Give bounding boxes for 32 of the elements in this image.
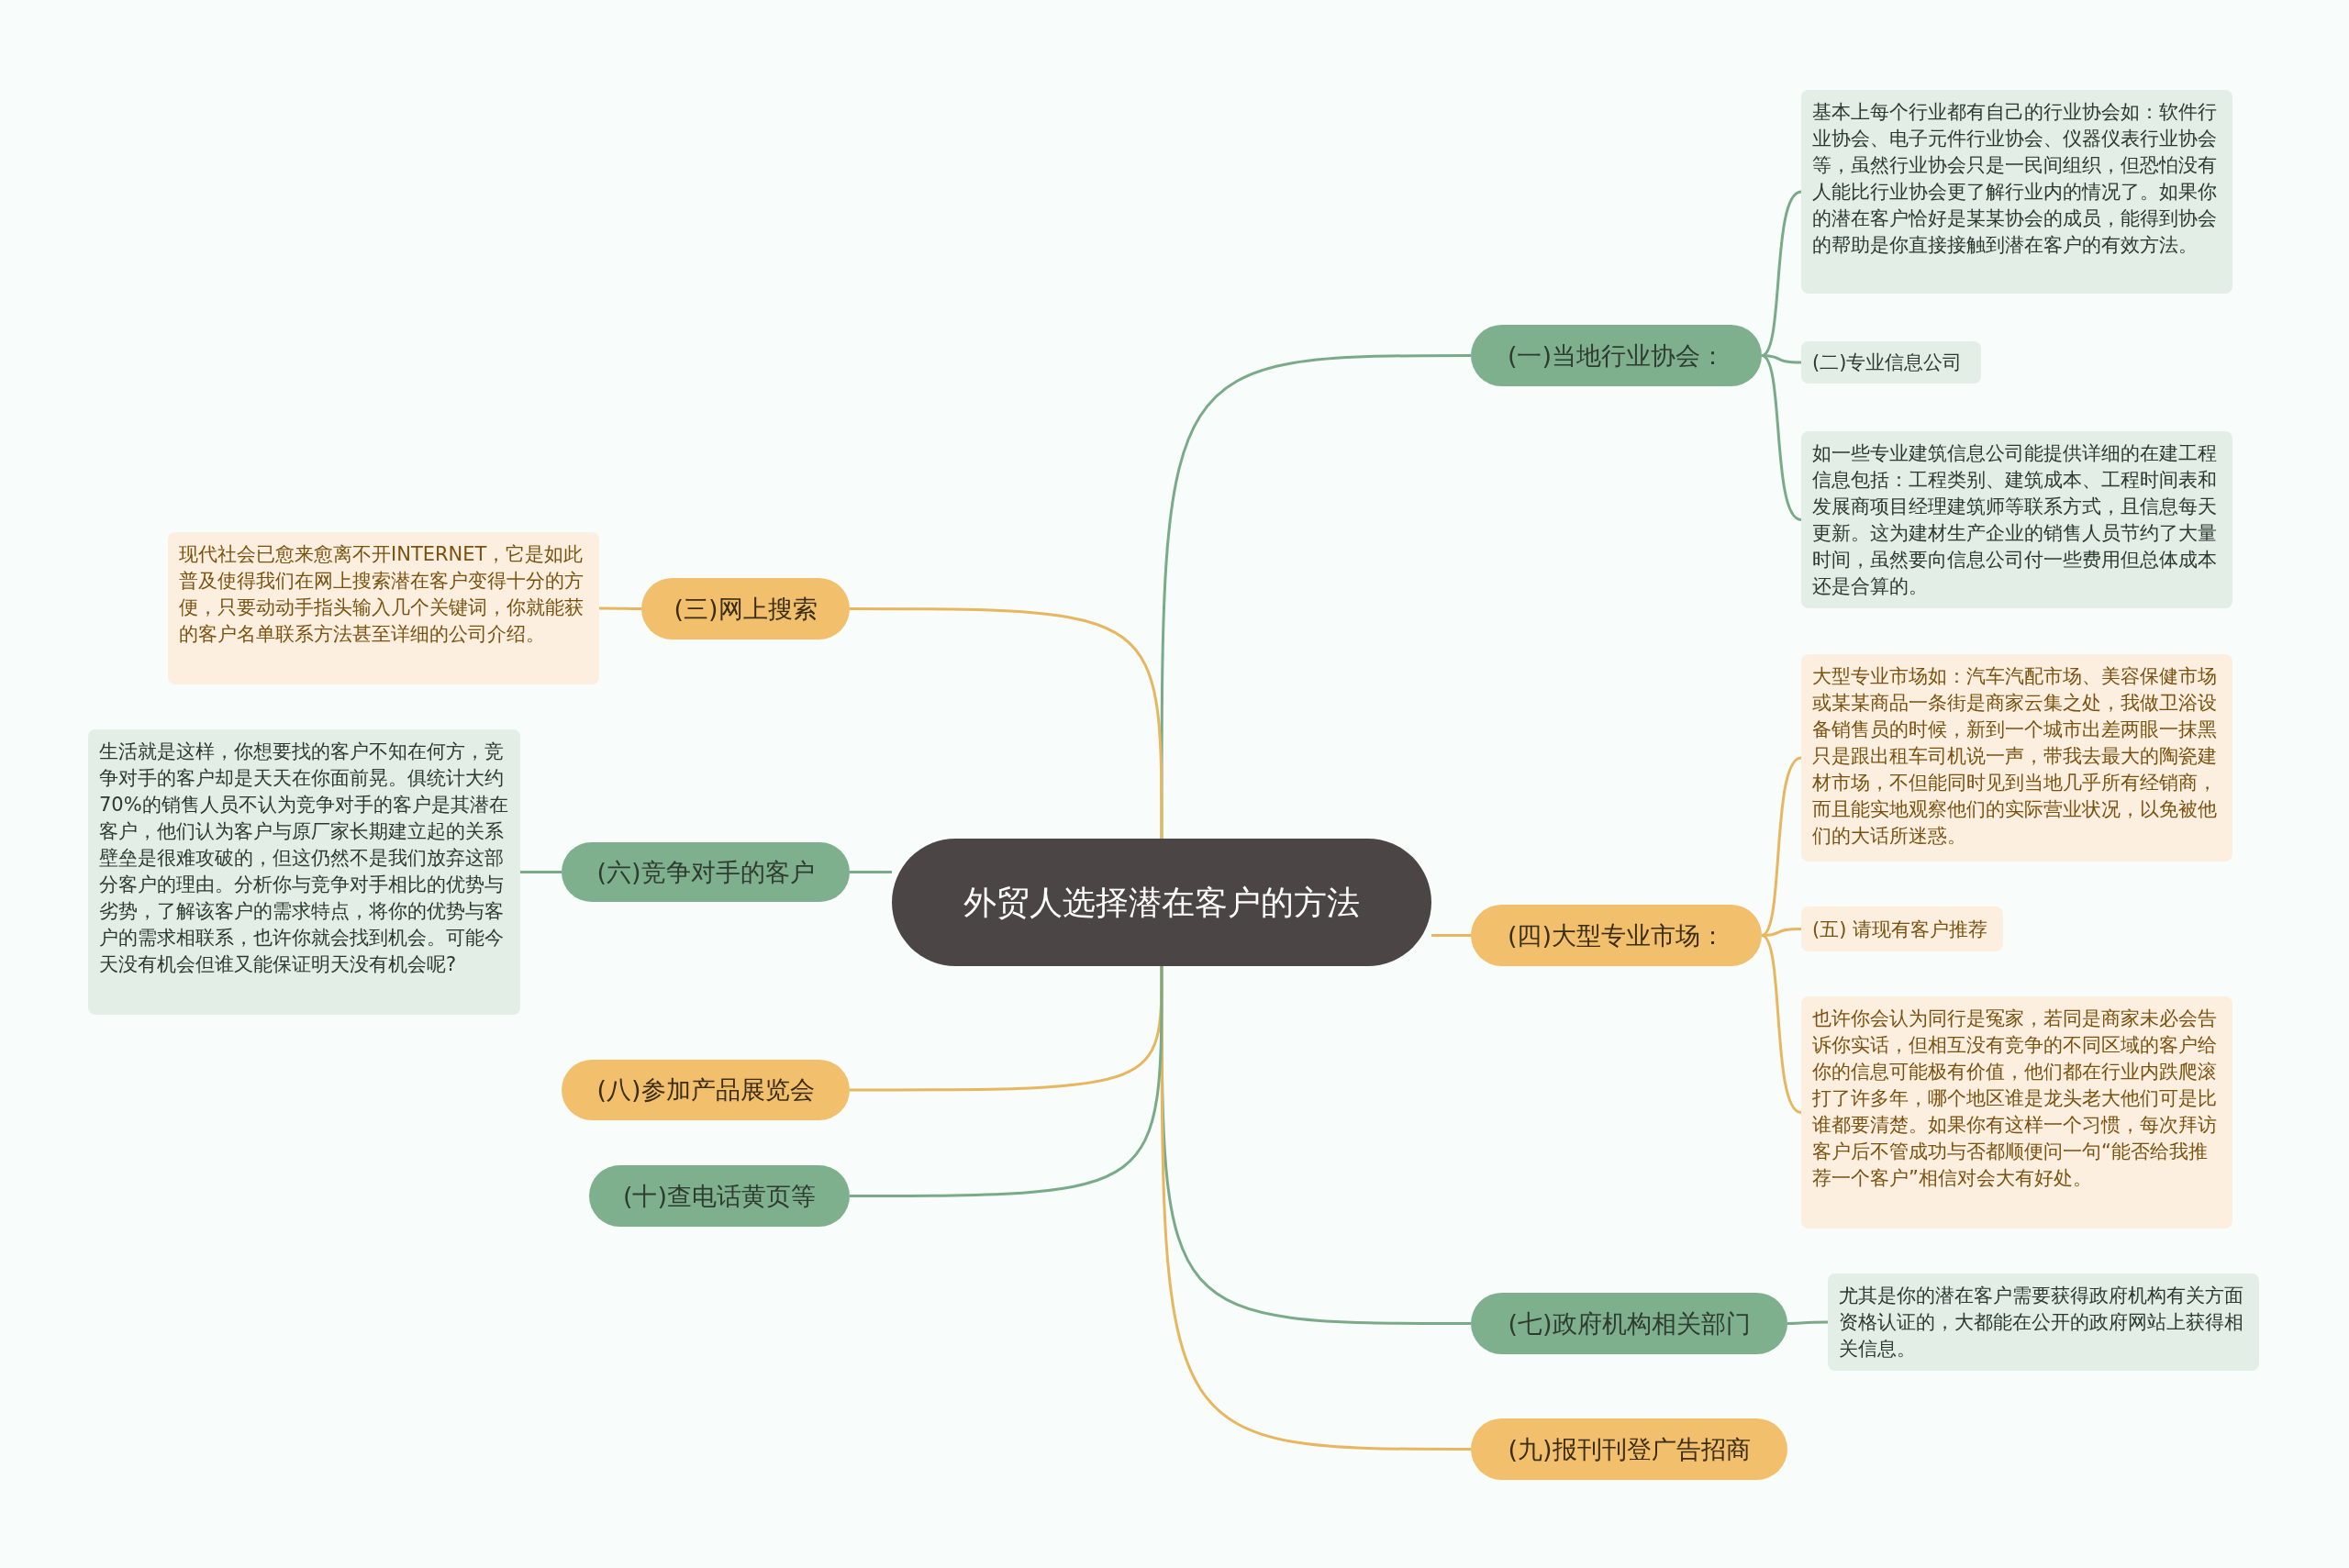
note-box: 现代社会已愈来愈离不开INTERNET，它是如此普及使得我们在网上搜索潜在客户变得十分的方便，只要动动手指头输入几个关键词，你就能获的客户名单联系方法甚至详细的公司介绍。 xyxy=(168,532,599,684)
connector xyxy=(1160,354,1471,839)
branch-topic: (八)参加产品展览会 xyxy=(562,1060,850,1120)
connector xyxy=(1431,934,1471,937)
branch-topic: (十)查电话黄页等 xyxy=(589,1165,850,1227)
connector xyxy=(1761,756,1802,937)
note-box: 也许你会认为同行是冤家，若同是商家未必会告诉你实话，但相互没有竞争的不同区域的客户给你的信息可能极有价值，他们都在行业内跌爬滚打了许多年，哪个地区谁是龙头老大他们可是比谁都要清楚。如果你有这样一个习惯，每次拜访客户后不管成功与否都顺便问一句“能否给我推荐一个客户”相信对会大有好处。 xyxy=(1801,996,2232,1229)
connector xyxy=(599,606,641,610)
branch-topic: (七)政府机构相关部门 xyxy=(1471,1293,1787,1354)
branch-topic: (六)竞争对手的客户 xyxy=(562,842,850,902)
connector xyxy=(1761,190,1802,357)
connector xyxy=(850,966,1163,1197)
note-box: 生活就是这样，你想要找的客户不知在何方，竞争对手的客户却是天天在你面前晃。俱统计大约70%的销售人员不认为竞争对手的客户是其潜在客户，他们认为客户与原厂家长期建立起的关系壁垒是很难攻破的，但这仍然不是我们放弃这部分客户的理由。分析你与竞争对手相比的优势与劣势，了解该客户的需求特点，将你的优势与客户的需求相联系，也许你就会找到机会。可能今天没有机会但谁又能保证明天没有机会呢? xyxy=(88,729,520,1015)
branch-topic: (三)网上搜索 xyxy=(641,578,850,639)
note-box: 大型专业市场如：汽车汽配市场、美容保健市场或某某商品一条街是商家云集之处，我做卫浴设备销售员的时候，新到一个城市出差两眼一抹黑只是跟出租车司机说一声，带我去最大的陶瓷建材市场，不但能同时见到当地几乎所有经销商，而且能实地观察他们的实际营业状况，以免被他们的大话所迷惑。 xyxy=(1801,654,2232,862)
connector xyxy=(850,607,1163,839)
subtopic-box: (五) 请现有客户推荐 xyxy=(1801,906,2003,951)
connector xyxy=(850,871,892,873)
central-topic: 外贸人选择潜在客户的方法 xyxy=(892,839,1431,966)
note-box: 尤其是你的潜在客户需要获得政府机构有关方面资格认证的，大都能在公开的政府网站上获得相关信息。 xyxy=(1828,1273,2259,1371)
connector xyxy=(520,871,562,873)
branch-topic: (四)大型专业市场： xyxy=(1471,905,1762,966)
connector xyxy=(1787,1320,1828,1325)
branch-topic: (一)当地行业协会： xyxy=(1471,325,1762,386)
connector xyxy=(1761,934,1802,1114)
branch-topic: (九)报刊刊登广告招商 xyxy=(1471,1418,1787,1480)
connector xyxy=(1160,966,1471,1451)
note-box: 基本上每个行业都有自己的行业协会如：软件行业协会、电子元件行业协会、仪器仪表行业协会等，虽然行业协会只是一民间组织，但恐怕没有人能比行业协会更了解行业内的情况了。如果你的潜在客户恰好是某某协会的成员，能得到协会的帮助是你直接接触到潜在客户的有效方法。 xyxy=(1801,90,2232,294)
note-box: 如一些专业建筑信息公司能提供详细的在建工程信息包括：工程类别、建筑成本、工程时间表和发展商项目经理建筑师等联系方式，且信息每天更新。这为建材生产企业的销售人员节约了大量时间，虽然要向信息公司付一些费用但总体成本还是合算的。 xyxy=(1801,431,2232,608)
connector xyxy=(1761,354,1802,521)
connector xyxy=(1761,354,1802,364)
subtopic-box: (二)专业信息公司 xyxy=(1801,341,1981,384)
